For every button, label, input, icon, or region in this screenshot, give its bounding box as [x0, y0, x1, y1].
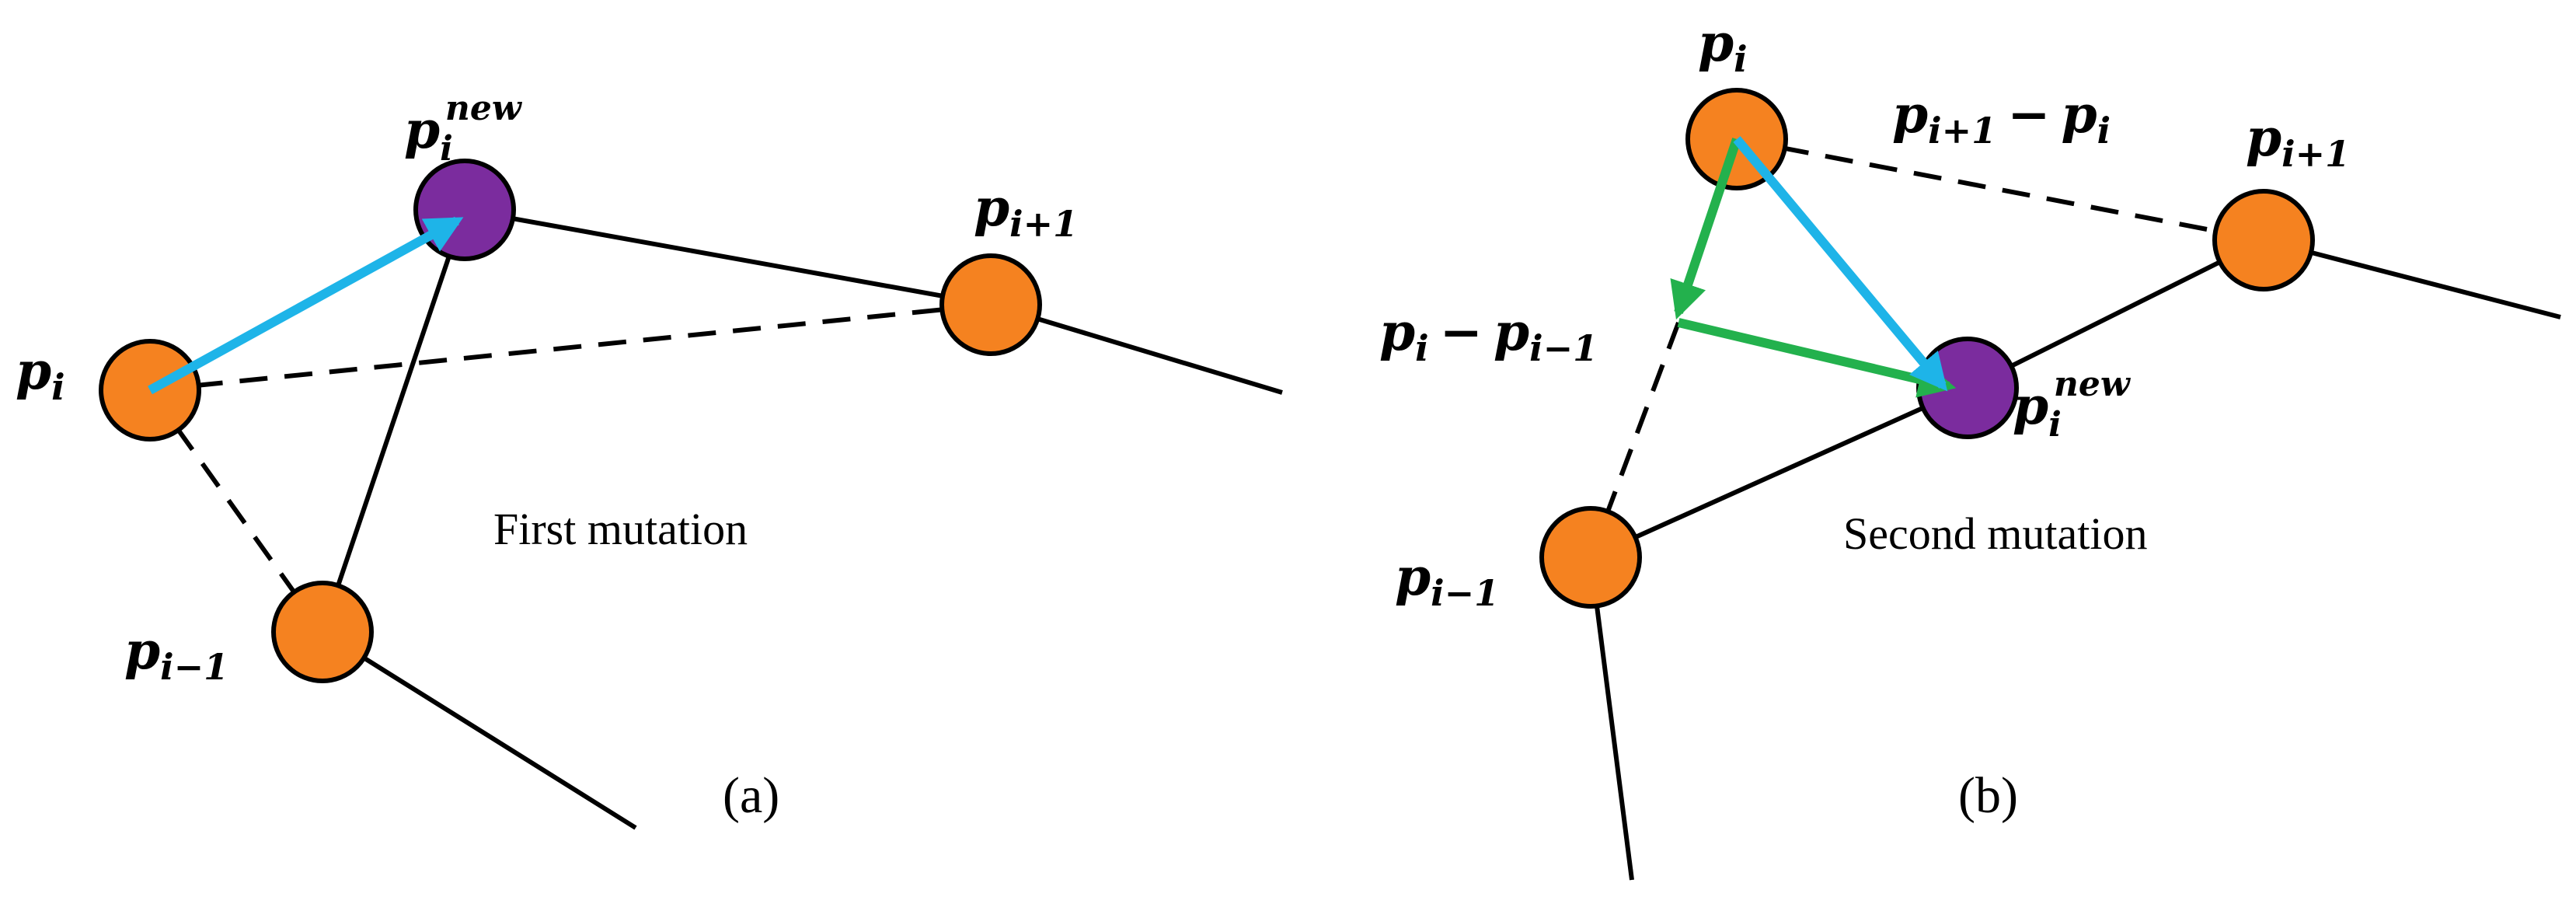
dashed-edge-pi-to-next — [1736, 137, 2264, 243]
dashed-edge-pi-to-next — [149, 302, 992, 393]
label-p-prev: 𝒑i−1 — [124, 620, 228, 688]
panel-a-title: First mutation — [493, 504, 748, 554]
node-p-prev — [271, 581, 374, 683]
label-diff-next: 𝒑i+1−𝒑i — [1892, 84, 2111, 152]
label-diff-prev: 𝒑i−𝒑i−1 — [1379, 302, 1598, 369]
edge-prev-tail — [1588, 557, 1634, 881]
panel-b-title: Second mutation — [1843, 508, 2147, 559]
edge-new-to-prev — [320, 209, 467, 633]
edge-prev-tail — [321, 630, 637, 830]
mutation-arrow — [1733, 136, 1948, 392]
node-p-next — [939, 253, 1042, 356]
label-p-new: 𝒑inew — [404, 89, 523, 169]
label-p-i: 𝒑i — [1698, 12, 1748, 80]
panel-a-caption: (a) — [723, 767, 779, 824]
edge-prev-to-new — [1589, 386, 1969, 560]
diff-prev-arrow — [1670, 138, 1741, 320]
node-p-new — [1916, 337, 2019, 439]
label-p-i: 𝒑i — [16, 340, 65, 408]
label-p-new: 𝒑inew — [2013, 365, 2132, 445]
edge-new-to-next — [1966, 238, 2265, 390]
diff-sum-arrow — [1677, 318, 1957, 398]
node-p-next — [2212, 189, 2315, 291]
label-p-prev: 𝒑i−1 — [1395, 546, 1499, 614]
edge-new-to-next — [464, 208, 992, 307]
panel-b-caption: (b) — [1958, 767, 2018, 824]
panel-b: 𝒑i 𝒑i+1−𝒑i 𝒑i+1 𝒑i−𝒑i−1 𝒑inew 𝒑i−1 Secon… — [1379, 12, 2561, 881]
panel-a: 𝒑i 𝒑inew 𝒑i+1 𝒑i−1 First mutation (a) — [16, 89, 1283, 830]
label-p-next: 𝒑i+1 — [2246, 107, 2350, 175]
label-p-next: 𝒑i+1 — [974, 177, 1078, 245]
mutation-arrow — [148, 216, 464, 395]
node-p-new — [413, 159, 516, 261]
node-p-prev — [1539, 506, 1642, 609]
